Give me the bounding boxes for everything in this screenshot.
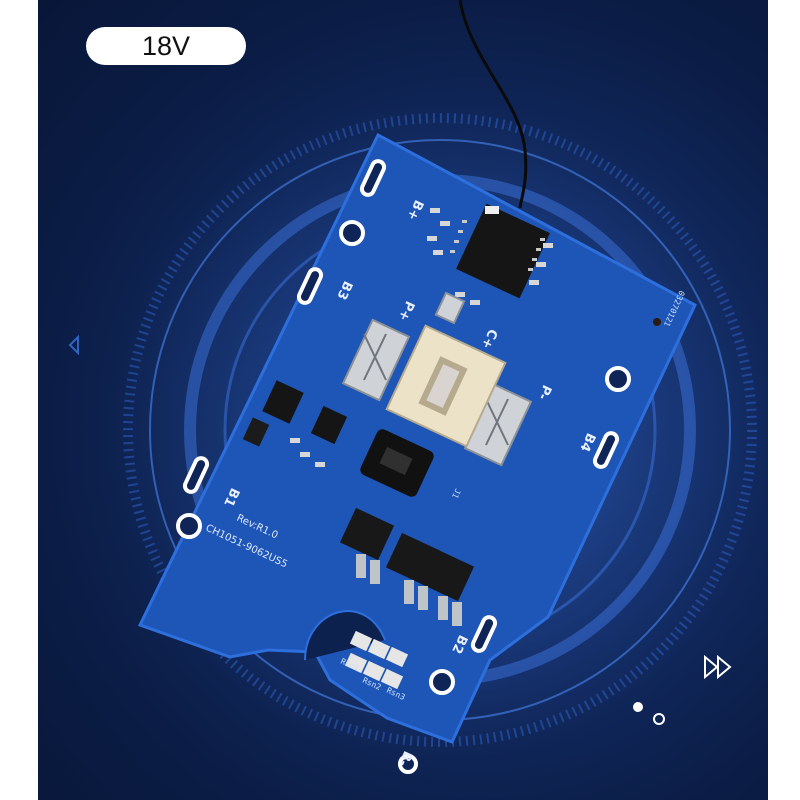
control-ic [450, 203, 550, 299]
hollow-dot-icon [653, 713, 665, 725]
double-arrow-right-icon [704, 654, 732, 680]
filled-dot-icon [633, 702, 643, 712]
dc-jack [360, 429, 434, 497]
label-b3: B3 [333, 278, 355, 302]
shunt-resistors [344, 630, 409, 690]
label-j1: J1 [450, 487, 462, 500]
status-led [653, 318, 661, 326]
central-connector [385, 324, 507, 448]
pcb-board [137, 132, 697, 774]
antenna-wire [458, 0, 528, 209]
label-b-minus: B- [395, 748, 415, 768]
voltage-badge: 18V [86, 27, 246, 65]
voltage-badge-text: 18V [141, 30, 191, 61]
label-b1: B1 [220, 485, 242, 509]
terminal-p-plus [341, 318, 411, 402]
label-b4: B4 [576, 430, 598, 454]
label-b2: B2 [448, 632, 470, 656]
label-p-minus: P- [534, 382, 554, 402]
mosfet-ic [262, 380, 304, 424]
terminal-c-plus [434, 291, 466, 325]
play-arrow-left-icon [68, 334, 79, 356]
power-mosfets [339, 507, 475, 626]
